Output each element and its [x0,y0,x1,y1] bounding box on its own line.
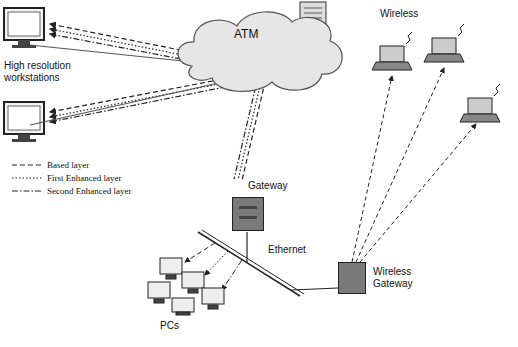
legend-line [12,164,42,165]
legend-row: Based layer [12,158,131,171]
text-label: High resolution workstations [4,60,104,84]
cloud-outline [172,6,347,94]
text-label: Wireless [380,8,418,20]
legend-line-sample [12,161,42,169]
legend-text: Second Enhanced layer [47,186,131,196]
gateway-label: Gateway [226,180,296,192]
layer-line [238,88,260,180]
wireless-gateway-texts: Wireless Gateway [373,266,425,290]
legend-text: First Enhanced layer [47,173,121,183]
gateway-icon [232,197,264,231]
workstation-icon [4,102,44,142]
legend-line-sample [12,187,42,195]
legend-line [12,190,42,191]
layer-line [234,87,256,179]
cloud-shape [178,12,342,91]
legend-line-sample [12,174,42,182]
text-label: Ethernet [268,244,306,256]
legend-line [12,177,42,178]
layered-connector [234,87,263,181]
legend-text: Based layer [47,160,89,170]
legend: Based layerFirst Enhanced layerSecond En… [12,158,131,197]
laptop-icons [372,24,500,122]
workstation-icon [4,8,44,48]
gateway-label: Wireless Gateway [373,266,425,290]
text-label: PCs [160,320,179,332]
pc-icons [148,258,224,315]
gateway-node: Gateway [226,180,296,231]
legend-row: Second Enhanced layer [12,184,131,197]
cloud-label: ATM [234,28,258,40]
gateway-node: Wireless Gateway [338,262,425,294]
network-cloud: ATM [172,6,347,94]
layer-line [242,89,264,181]
wireless-links [352,68,476,262]
ethernet-bus [198,230,338,296]
legend-row: First Enhanced layer [12,171,131,184]
wireless-gateway-icon [338,262,366,294]
